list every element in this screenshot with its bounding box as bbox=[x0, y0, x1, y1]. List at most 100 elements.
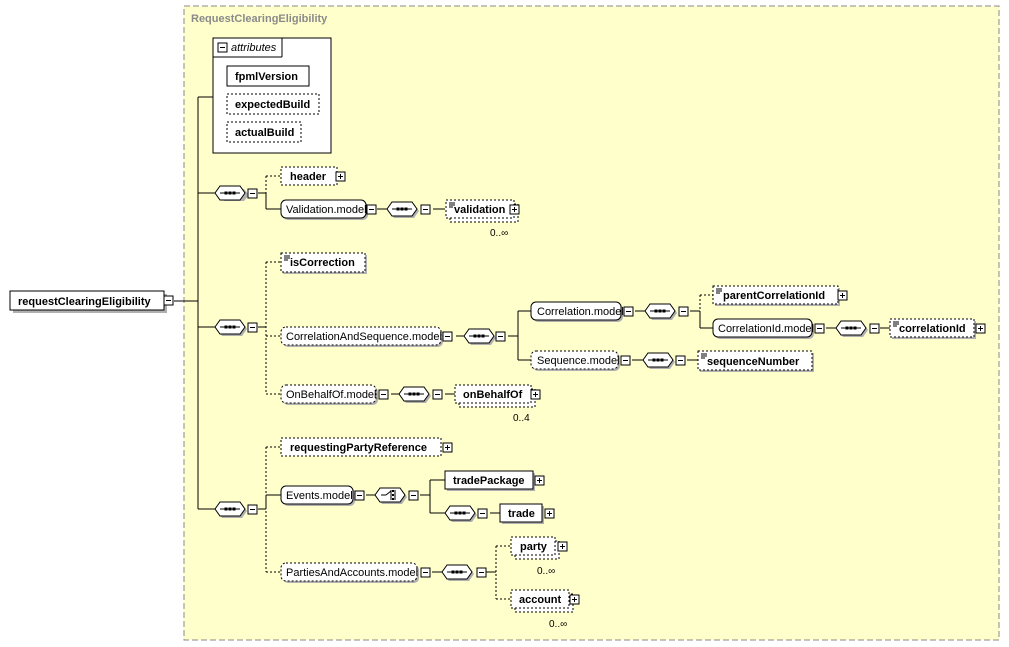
collapse-icon[interactable] bbox=[678, 306, 689, 317]
expand-icon[interactable] bbox=[335, 171, 346, 182]
group-on-behalf-of-model[interactable]: OnBehalfOf.model bbox=[280, 384, 389, 405]
expand-icon[interactable] bbox=[544, 508, 555, 519]
collapse-icon[interactable] bbox=[354, 490, 365, 501]
collapse-icon[interactable] bbox=[163, 295, 174, 306]
account-cardinality: 0..∞ bbox=[549, 619, 567, 630]
collapse-icon[interactable] bbox=[495, 331, 506, 342]
attributes-panel: attributes fpmlVersion expectedBuild act… bbox=[212, 37, 332, 154]
element-sequence-number[interactable]: sequenceNumber bbox=[697, 350, 814, 372]
group-correlation-model[interactable]: Correlation.model bbox=[530, 301, 634, 322]
collapse-icon[interactable] bbox=[420, 204, 431, 215]
expand-icon[interactable] bbox=[569, 594, 580, 605]
collapse-icon[interactable] bbox=[869, 323, 880, 334]
element-correlation-id[interactable]: correlationId bbox=[889, 318, 986, 339]
attribute-actual-build-label: actualBuild bbox=[235, 127, 294, 139]
element-trade[interactable]: trade bbox=[499, 503, 555, 524]
collapse-icon[interactable] bbox=[247, 322, 258, 333]
sequence-compositor-validation[interactable] bbox=[386, 201, 431, 218]
element-parent-correlation-id[interactable]: parentCorrelationId bbox=[712, 285, 848, 306]
correlation-id-label: correlationId bbox=[899, 323, 966, 335]
expand-icon[interactable] bbox=[975, 323, 986, 334]
on-behalf-of-cardinality: 0..4 bbox=[513, 413, 530, 424]
attributes-label: attributes bbox=[231, 42, 277, 54]
collapse-icon[interactable] bbox=[247, 504, 258, 515]
expand-icon[interactable] bbox=[530, 389, 541, 400]
collapse-icon[interactable] bbox=[420, 567, 431, 578]
attribute-fpml-version[interactable]: fpmlVersion bbox=[226, 65, 310, 87]
element-on-behalf-of[interactable]: onBehalfOf 0..4 bbox=[454, 384, 541, 424]
sequence-compositor-trade[interactable] bbox=[444, 505, 488, 522]
sequence-compositor-2[interactable] bbox=[214, 319, 258, 336]
attribute-fpml-version-label: fpmlVersion bbox=[235, 71, 298, 83]
element-validation[interactable]: validation 0..∞ bbox=[445, 199, 520, 239]
collapse-icon[interactable] bbox=[432, 389, 443, 400]
group-parties-and-accounts-model[interactable]: PartiesAndAccounts.model bbox=[280, 562, 431, 583]
is-correction-label: isCorrection bbox=[290, 257, 355, 269]
group-events-model[interactable]: Events.model bbox=[280, 485, 365, 506]
validation-cardinality: 0..∞ bbox=[490, 228, 508, 239]
root-element[interactable]: requestClearingEligibility bbox=[9, 290, 174, 313]
connectors bbox=[174, 96, 890, 600]
account-label: account bbox=[519, 594, 562, 606]
collapse-icon[interactable] bbox=[477, 508, 488, 519]
sequence-compositor-sequence[interactable] bbox=[642, 352, 686, 369]
attribute-expected-build-label: expectedBuild bbox=[235, 99, 310, 111]
trade-label: trade bbox=[508, 508, 535, 520]
correlation-and-sequence-model-label: CorrelationAndSequence.model bbox=[286, 331, 442, 343]
party-label: party bbox=[520, 541, 548, 553]
element-is-correction[interactable]: isCorrection bbox=[280, 252, 367, 274]
sequence-compositor-correlation[interactable] bbox=[644, 303, 689, 320]
element-header[interactable]: header bbox=[280, 166, 346, 186]
sequence-compositor-on-behalf-of[interactable] bbox=[398, 386, 443, 403]
collapse-icon[interactable] bbox=[476, 567, 487, 578]
parent-correlation-id-label: parentCorrelationId bbox=[723, 290, 825, 302]
group-validation-model[interactable]: Validation.model bbox=[280, 199, 377, 220]
on-behalf-of-label: onBehalfOf bbox=[463, 389, 523, 401]
sequence-number-label: sequenceNumber bbox=[707, 356, 800, 368]
element-requesting-party-reference[interactable]: requestingPartyReference bbox=[280, 437, 453, 457]
collapse-icon[interactable] bbox=[675, 355, 686, 366]
expand-icon[interactable] bbox=[509, 204, 520, 215]
trade-package-label: tradePackage bbox=[453, 475, 525, 487]
events-model-label: Events.model bbox=[286, 490, 353, 502]
choice-compositor-events[interactable] bbox=[374, 487, 419, 504]
collapse-icon[interactable] bbox=[378, 389, 389, 400]
attribute-expected-build[interactable]: expectedBuild bbox=[226, 93, 320, 115]
correlation-model-label: Correlation.model bbox=[537, 306, 624, 318]
on-behalf-of-model-label: OnBehalfOf.model bbox=[286, 389, 377, 401]
attribute-actual-build[interactable]: actualBuild bbox=[226, 121, 302, 143]
root-label: requestClearingEligibility bbox=[18, 296, 152, 308]
element-trade-package[interactable]: tradePackage bbox=[444, 470, 545, 491]
element-party[interactable]: party 0..∞ bbox=[510, 536, 568, 577]
sequence-compositor-3[interactable] bbox=[214, 501, 258, 518]
sequence-compositor-correlation-id[interactable] bbox=[835, 320, 880, 337]
header-label: header bbox=[290, 171, 327, 183]
collapse-icon[interactable] bbox=[217, 42, 228, 53]
validation-label: validation bbox=[454, 204, 506, 216]
parties-and-accounts-model-label: PartiesAndAccounts.model bbox=[286, 567, 418, 579]
expand-icon[interactable] bbox=[557, 541, 568, 552]
sequence-compositor-correlation-and-sequence[interactable] bbox=[463, 328, 506, 345]
expand-icon[interactable] bbox=[534, 475, 545, 486]
group-correlation-id-model[interactable]: CorrelationId.model bbox=[712, 318, 825, 339]
expand-icon[interactable] bbox=[837, 290, 848, 301]
group-correlation-and-sequence-model[interactable]: CorrelationAndSequence.model bbox=[280, 326, 453, 347]
collapse-icon[interactable] bbox=[620, 355, 631, 366]
element-account[interactable]: account 0..∞ bbox=[510, 589, 580, 630]
collapse-icon[interactable] bbox=[442, 331, 453, 342]
correlation-id-model-label: CorrelationId.model bbox=[718, 323, 814, 335]
sequence-compositor-1[interactable] bbox=[214, 185, 258, 201]
party-cardinality: 0..∞ bbox=[537, 566, 555, 577]
collapse-icon[interactable] bbox=[623, 306, 634, 317]
validation-model-label: Validation.model bbox=[286, 204, 367, 216]
expand-icon[interactable] bbox=[442, 442, 453, 453]
collapse-icon[interactable] bbox=[408, 490, 419, 501]
group-title: RequestClearingEligibility bbox=[191, 13, 328, 25]
collapse-icon[interactable] bbox=[814, 323, 825, 334]
collapse-icon[interactable] bbox=[247, 188, 258, 199]
sequence-model-label: Sequence.model bbox=[537, 355, 620, 367]
requesting-party-reference-label: requestingPartyReference bbox=[290, 442, 427, 454]
collapse-icon[interactable] bbox=[366, 204, 377, 215]
sequence-compositor-parties-and-accounts[interactable] bbox=[441, 564, 487, 581]
group-sequence-model[interactable]: Sequence.model bbox=[530, 350, 631, 371]
